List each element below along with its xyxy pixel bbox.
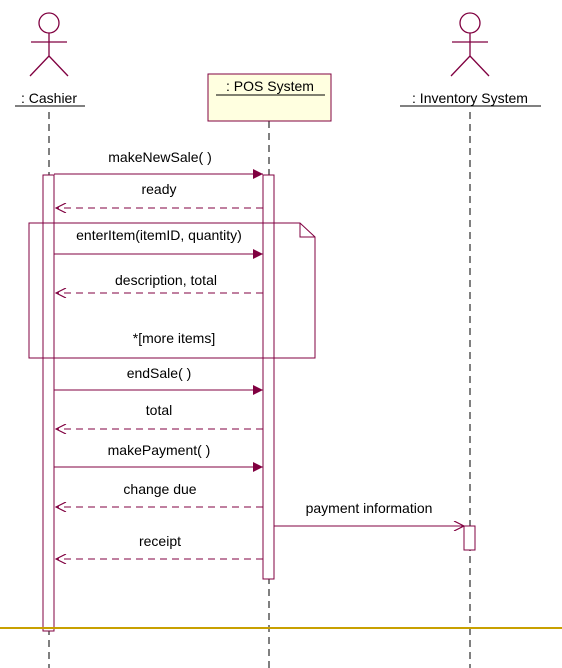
message-label: endSale( ) [127, 365, 192, 381]
cashier-label: : Cashier [21, 90, 77, 106]
message-label: change due [123, 481, 196, 497]
message-label: enterItem(itemID, quantity) [76, 227, 242, 243]
inventory-activation [463, 525, 476, 551]
inventory-label: : Inventory System [412, 90, 528, 106]
message-label: description, total [115, 272, 217, 288]
message-label: payment information [306, 500, 433, 516]
message-label: receipt [139, 533, 181, 549]
inventory-actor-icon [450, 12, 490, 77]
loop-guard-label: *[more items] [133, 330, 215, 346]
message-label: makePayment( ) [108, 442, 211, 458]
pos-activation [262, 174, 275, 580]
message-label: total [146, 402, 172, 418]
cashier-activation [42, 174, 55, 632]
pos-object-box [207, 73, 332, 122]
loop-fragment [28, 222, 316, 359]
message-label: ready [141, 181, 176, 197]
loop-fragment-fold [299, 223, 315, 238]
pos-label: : POS System [226, 78, 314, 94]
cashier-actor-icon [29, 12, 69, 77]
message-label: makeNewSale( ) [108, 149, 211, 165]
